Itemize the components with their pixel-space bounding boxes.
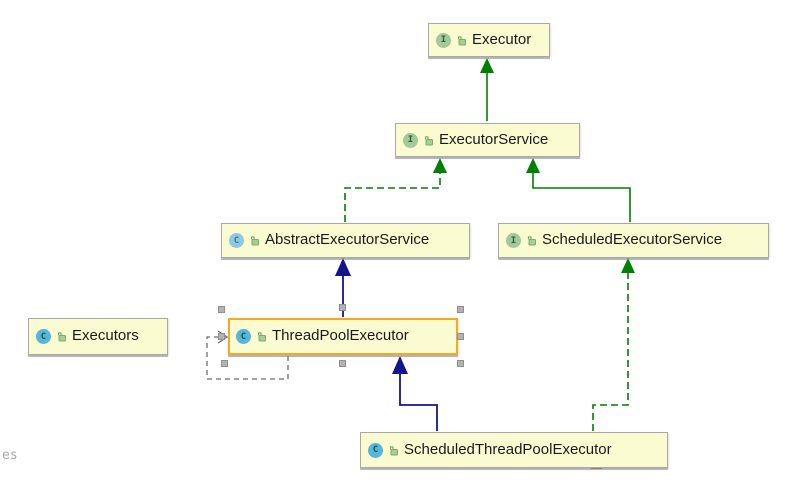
class-name-label: AbstractExecutorService <box>265 231 430 248</box>
lock-icon <box>56 331 67 342</box>
interface-icon: I <box>436 32 451 48</box>
class-node-scheduledexecutorservice[interactable]: I ScheduledExecutorService <box>498 223 769 258</box>
lock-icon <box>456 35 467 46</box>
selection-handle[interactable] <box>218 333 225 340</box>
class-icon: C <box>36 329 51 344</box>
class-name-label: ScheduledThreadPoolExecutor <box>404 440 612 458</box>
abstract-class-icon: C <box>229 233 244 248</box>
lock-icon <box>388 445 399 456</box>
edge-scheduledthreadpoolexecutor-implements-scheduledexecutorservice[interactable] <box>592 258 635 431</box>
class-node-abstractexecutorservice[interactable]: C AbstractExecutorService <box>221 223 470 258</box>
edge-executorservice-extends-executor[interactable] <box>480 58 494 121</box>
edge-scheduledexecutorservice-extends-executorservice[interactable] <box>526 158 631 222</box>
lock-icon <box>256 331 267 342</box>
interface-icon: I <box>506 233 521 248</box>
selection-handle[interactable] <box>218 306 225 313</box>
class-icon: C <box>368 442 383 458</box>
class-name-label: ExecutorService <box>439 130 549 148</box>
lock-icon <box>249 235 260 246</box>
selection-handle[interactable] <box>339 360 346 367</box>
edge-scheduledthreadpoolexecutor-extends-threadpoolexecutor[interactable] <box>392 356 438 431</box>
class-name-label: Executors <box>72 327 139 344</box>
class-node-scheduledthreadpoolexecutor[interactable]: C ScheduledThreadPoolExecutor <box>360 432 668 468</box>
class-node-executors[interactable]: C Executors <box>28 318 168 355</box>
selection-handle[interactable] <box>221 360 228 367</box>
selection-handle[interactable] <box>457 360 464 367</box>
class-node-executorservice[interactable]: I ExecutorService <box>395 123 580 157</box>
selection-handle[interactable] <box>457 333 464 340</box>
class-node-threadpoolexecutor[interactable]: C ThreadPoolExecutor <box>228 318 458 355</box>
selection-handle[interactable] <box>457 306 464 313</box>
class-icon: C <box>236 329 251 344</box>
clipped-corner-text: es <box>2 448 18 463</box>
class-node-executor[interactable]: I Executor <box>428 23 550 57</box>
lock-icon <box>526 235 537 246</box>
edge-abstractexecutorservice-implements-executorservice[interactable] <box>344 158 447 222</box>
class-name-label: ThreadPoolExecutor <box>272 327 409 344</box>
selection-handle[interactable] <box>339 304 346 311</box>
interface-icon: I <box>403 132 418 148</box>
class-name-label: ScheduledExecutorService <box>542 231 723 248</box>
class-name-label: Executor <box>472 30 532 48</box>
lock-icon <box>423 135 434 146</box>
